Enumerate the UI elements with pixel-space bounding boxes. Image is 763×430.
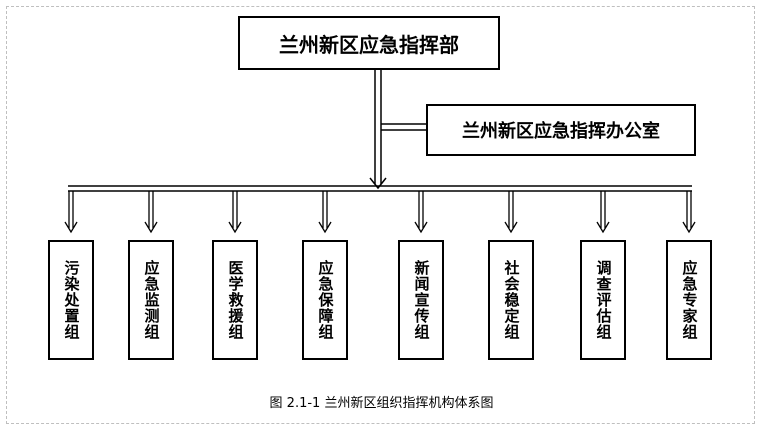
drop-arrow-1 xyxy=(64,191,78,234)
drop-arrow-6 xyxy=(504,191,518,234)
group-label-4: 应急保障组 xyxy=(316,260,335,340)
group-box-5: 新闻宣传组 xyxy=(398,240,444,360)
drop-arrow-7 xyxy=(596,191,610,234)
group-label-1: 污染处置组 xyxy=(62,260,81,340)
drop-arrow-4 xyxy=(318,191,332,234)
distribution-bar xyxy=(68,185,692,192)
group-label-8: 应急专家组 xyxy=(680,260,699,340)
group-label-5: 新闻宣传组 xyxy=(412,260,431,340)
command-hq-label: 兰州新区应急指挥部 xyxy=(279,32,459,57)
group-box-4: 应急保障组 xyxy=(302,240,348,360)
trunk-line xyxy=(374,70,382,184)
drop-arrow-5 xyxy=(414,191,428,234)
drop-arrow-2 xyxy=(144,191,158,234)
group-box-1: 污染处置组 xyxy=(48,240,94,360)
group-box-2: 应急监测组 xyxy=(128,240,174,360)
group-label-6: 社会稳定组 xyxy=(502,260,521,340)
office-branch-line xyxy=(381,123,426,131)
command-office-box: 兰州新区应急指挥办公室 xyxy=(426,104,696,156)
group-drop-arrows xyxy=(64,191,696,234)
group-box-8: 应急专家组 xyxy=(666,240,712,360)
group-box-7: 调查评估组 xyxy=(580,240,626,360)
drop-arrow-3 xyxy=(228,191,242,234)
group-box-6: 社会稳定组 xyxy=(488,240,534,360)
group-box-3: 医学救援组 xyxy=(212,240,258,360)
group-label-7: 调查评估组 xyxy=(594,260,613,340)
group-label-2: 应急监测组 xyxy=(142,260,161,340)
figure-caption: 图 2.1-1 兰州新区组织指挥机构体系图 xyxy=(269,396,494,411)
trunk-arrow xyxy=(369,177,387,190)
group-label-3: 医学救援组 xyxy=(226,260,245,340)
command-hq-box: 兰州新区应急指挥部 xyxy=(238,16,500,70)
figure-frame xyxy=(6,6,755,424)
command-office-label: 兰州新区应急指挥办公室 xyxy=(462,121,660,142)
drop-arrow-8 xyxy=(682,191,696,234)
